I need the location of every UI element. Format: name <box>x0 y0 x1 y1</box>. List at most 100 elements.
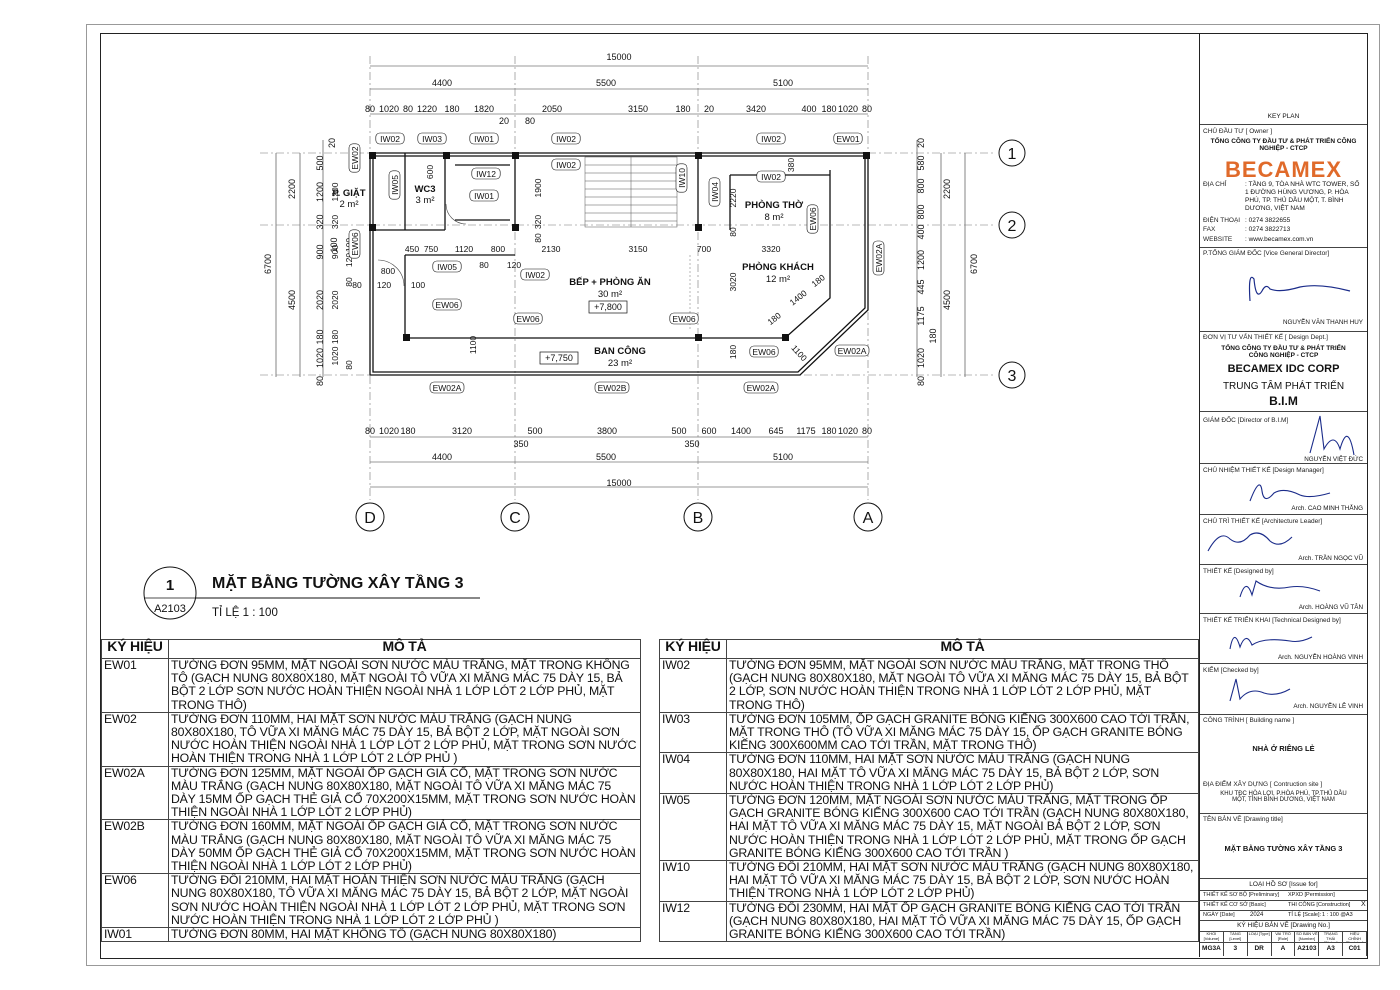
leader-label: CHỦ TRÌ THIẾT KẾ [Architecture Leader] <box>1203 518 1323 525</box>
dim-bot-detail: 1175 <box>796 426 815 436</box>
sheet-outer-border <box>86 24 1380 966</box>
signature <box>1207 532 1293 552</box>
manager-name: Arch. CAO MINH THẮNG <box>1291 505 1363 512</box>
checkbox-mark: X <box>1361 901 1366 908</box>
dim-bot-detail: 180 <box>400 426 415 436</box>
wall-tag: IW02 <box>756 170 786 183</box>
drawing-title-symbol <box>143 566 480 620</box>
site-label: ĐỊA ĐIỂM XÂY DỰNG [ Contruction site ] <box>1203 781 1323 788</box>
vgd-name: NGUYỄN VĂN THANH HUY <box>1282 319 1363 326</box>
inner-dim: 80 <box>352 280 362 290</box>
room-name: PHÒNG KHÁCH <box>742 261 814 273</box>
inner-dim: 380 <box>786 158 796 172</box>
wall-tag-label: IW12 <box>476 169 496 179</box>
dim-left-detail: 20 <box>327 138 337 148</box>
wall-tag-label: EW06 <box>752 347 775 357</box>
wall-tag: IW02 <box>551 158 581 171</box>
dim-top-detail: 1020 <box>379 104 399 114</box>
dim-bot-detail: 1020 <box>838 426 858 436</box>
room-name: P. GIẶT <box>332 188 365 199</box>
wall-tag: EW06 <box>806 204 819 234</box>
dim-left-detail: 1200 <box>315 182 325 202</box>
drawing-no-value: DR <box>1247 942 1271 952</box>
inner-dim: 2220 <box>728 188 738 207</box>
owner-label: CHỦ ĐẦU TƯ [ Owner ] <box>1203 128 1272 135</box>
dim-bot-small: 350 <box>513 439 528 449</box>
wall-tag-box <box>432 260 462 273</box>
inner-dim: 1020 <box>330 346 340 365</box>
dim-right-detail: 180 <box>928 328 938 343</box>
wall-tag-label: IW02 <box>761 172 781 182</box>
dim-right-mid: 2200 <box>942 179 952 199</box>
room-name: BẾP + PHÒNG ĂN <box>569 276 651 288</box>
dim-right-detail: 1200 <box>916 250 926 270</box>
dim-left-detail: 100 <box>329 237 339 252</box>
wall-tag-box <box>388 170 401 200</box>
wall-tag-box <box>749 345 779 358</box>
dim-bot-small: 350 <box>684 439 699 449</box>
phone-label: ĐIỆN THOẠI <box>1203 217 1241 224</box>
dim-left-mid: 2200 <box>287 179 297 199</box>
room-area: 3 m² <box>416 195 435 206</box>
signature <box>1248 276 1351 302</box>
wall-tag-label: EW06 <box>672 314 695 324</box>
inner-dim: 800 <box>491 244 505 254</box>
drawing-no-value: A <box>1271 942 1295 952</box>
sheet-frame <box>100 33 1368 959</box>
wall-tag-label: EW02A <box>433 383 462 393</box>
inner-dim: 80 <box>344 277 354 287</box>
dim-left-detail: 500 <box>315 155 325 170</box>
wall-tag-box <box>348 143 361 173</box>
design-label: ĐƠN VỊ TƯ VẤN THIẾT KẾ [ Design Dept.] <box>1203 334 1328 341</box>
dim-bot-detail: 3800 <box>597 426 617 436</box>
wall-tag-box <box>520 268 550 281</box>
dim-left-detail: 900 <box>315 244 325 259</box>
dim-left-detail: 80 <box>315 376 325 386</box>
dim-bot-detail: 80 <box>862 426 872 436</box>
legend-code: IW03 <box>659 711 727 754</box>
wall-tag-box <box>756 170 786 183</box>
dim-top-total: 15000 <box>606 52 631 62</box>
dim-top-mid: 4400 <box>432 78 452 88</box>
legend-code: EW02A <box>101 765 169 821</box>
legend-code: EW06 <box>101 873 169 929</box>
date: 2024 <box>1250 912 1264 918</box>
inner-dim: 1200 <box>330 182 340 201</box>
dim-top-detail: 20 <box>704 104 714 114</box>
dim-bot-detail: 500 <box>527 426 542 436</box>
inner-dim: 700 <box>697 244 711 254</box>
inner-dim: 1100 <box>468 336 478 355</box>
legend-header-desc: MÔ TẢ <box>726 639 1199 659</box>
wall-tag: EW06 <box>749 345 779 358</box>
drawing-no-head: HIỆU CHỈNH [Revision] <box>1346 932 1364 942</box>
legend-desc: TƯỜNG ĐƠN 125MM, MẶT NGOÀI ỐP GẠCH GIẢ C… <box>168 765 641 821</box>
wall-tag: EW02A <box>872 240 885 276</box>
dim-top-detail: 80 <box>862 104 872 114</box>
inner-dim: 120 <box>344 253 354 267</box>
dim-bot-detail: 1020 <box>379 426 399 436</box>
inner-dim: 2020 <box>330 290 340 309</box>
legend-desc: TƯỜNG ĐƠN 160MM, MẶT NGOÀI ỐP GẠCH GIẢ C… <box>168 819 641 875</box>
dim-bot-detail: 180 <box>821 426 836 436</box>
wall-tag: IW03 <box>417 132 447 145</box>
signature <box>1229 678 1291 702</box>
wall-tag: EW02B <box>594 381 630 394</box>
drawing-no-head: TRẠNG THÁI [Status] <box>1323 932 1338 942</box>
drawing-no-value: 3 <box>1223 942 1247 952</box>
drawing-no-head: SỐ BẢN VẼ [Number] <box>1296 932 1318 941</box>
dim-right-detail: 445 <box>916 279 926 294</box>
signature <box>1229 636 1313 650</box>
dim-top-detail: 180 <box>444 104 459 114</box>
inner-dim: 1120 <box>455 244 474 254</box>
dim-left-detail: 2020 <box>315 290 325 310</box>
drawing-title-label: TÊN BẢN VẼ [Drawing title] <box>1203 816 1283 823</box>
legend-code: IW02 <box>659 658 727 713</box>
wall-tag-box <box>872 240 885 276</box>
legend-header-code: KÝ HIỆU <box>101 639 169 659</box>
dim-left-detail: 1020 <box>315 348 325 368</box>
